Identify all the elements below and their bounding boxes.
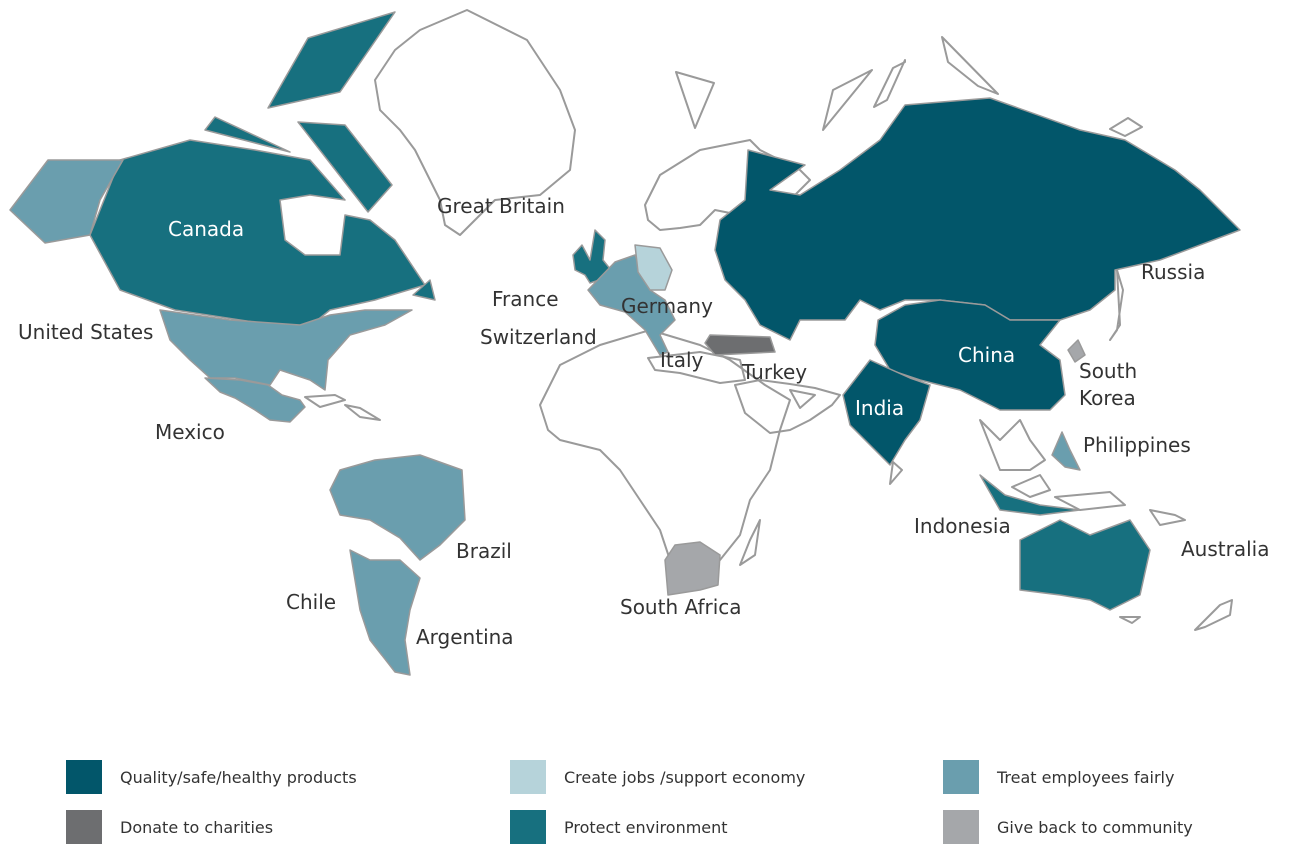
label-italy: Italy bbox=[660, 348, 704, 372]
legend-swatch bbox=[66, 810, 102, 844]
country-canada bbox=[89, 139, 426, 331]
legend-label: Create jobs /support economy bbox=[564, 767, 806, 787]
shaded-countries bbox=[9, 11, 1241, 676]
label-south-korea-line2: Korea bbox=[1079, 386, 1136, 410]
country-labels: Canada United States Mexico Brazil Chile… bbox=[18, 194, 1269, 649]
legend-item-jobs: Create jobs /support economy bbox=[510, 760, 805, 794]
legend-item-charities: Donate to charities bbox=[66, 810, 273, 844]
label-india: India bbox=[855, 396, 904, 420]
legend-label: Treat employees fairly bbox=[997, 767, 1175, 787]
label-australia: Australia bbox=[1181, 537, 1269, 561]
label-turkey: Turkey bbox=[741, 360, 807, 384]
label-indonesia: Indonesia bbox=[914, 514, 1011, 538]
country-india bbox=[842, 359, 931, 466]
label-china: China bbox=[958, 343, 1015, 367]
island-arctic-3 bbox=[204, 116, 291, 153]
label-philippines: Philippines bbox=[1083, 433, 1191, 457]
label-great-britain: Great Britain bbox=[437, 194, 565, 218]
label-united-states: United States bbox=[18, 320, 153, 344]
label-russia: Russia bbox=[1141, 260, 1205, 284]
label-south-africa: South Africa bbox=[620, 595, 742, 619]
label-canada: Canada bbox=[168, 217, 244, 241]
island-arctic-2 bbox=[297, 121, 393, 213]
country-argentina bbox=[349, 549, 421, 676]
country-russia bbox=[714, 97, 1241, 341]
legend-swatch bbox=[66, 760, 102, 794]
legend-label: Quality/safe/healthy products bbox=[120, 767, 357, 787]
country-philippines bbox=[1051, 431, 1081, 471]
country-great-britain bbox=[572, 229, 616, 284]
country-germany bbox=[634, 244, 673, 291]
country-alaska bbox=[9, 159, 124, 244]
country-turkey bbox=[704, 334, 776, 356]
country-australia bbox=[1019, 519, 1151, 611]
legend-item-community: Give back to community bbox=[943, 810, 1193, 844]
legend-swatch bbox=[943, 810, 979, 844]
country-south-africa bbox=[664, 541, 721, 596]
country-france bbox=[587, 254, 676, 356]
island-arctic-1 bbox=[267, 11, 396, 109]
legend-label: Protect environment bbox=[564, 817, 728, 837]
world-map: Canada United States Mexico Brazil Chile… bbox=[9, 9, 1269, 676]
country-indonesia bbox=[979, 474, 1081, 516]
label-mexico: Mexico bbox=[155, 420, 225, 444]
legend-swatch bbox=[510, 810, 546, 844]
legend-label: Donate to charities bbox=[120, 817, 274, 837]
outline-landmasses bbox=[304, 9, 1233, 631]
legend-swatch bbox=[510, 760, 546, 794]
island-newfoundland bbox=[412, 279, 436, 301]
legend-item-environment: Protect environment bbox=[510, 810, 728, 844]
label-south-korea-line1: South bbox=[1079, 359, 1137, 383]
legend: Quality/safe/healthy products Create job… bbox=[0, 748, 1294, 844]
country-south-korea bbox=[1067, 339, 1086, 363]
country-brazil bbox=[329, 454, 466, 561]
label-chile: Chile bbox=[286, 590, 336, 614]
legend-item-employees: Treat employees fairly bbox=[943, 760, 1174, 794]
label-france: France bbox=[492, 287, 559, 311]
legend-item-quality: Quality/safe/healthy products bbox=[66, 760, 357, 794]
label-brazil: Brazil bbox=[456, 539, 512, 563]
label-germany: Germany bbox=[621, 294, 713, 318]
label-switzerland: Switzerland bbox=[480, 325, 597, 349]
country-mexico bbox=[204, 377, 306, 423]
country-united-states bbox=[159, 309, 413, 391]
legend-swatch bbox=[943, 760, 979, 794]
legend-label: Give back to community bbox=[997, 817, 1193, 837]
label-argentina: Argentina bbox=[416, 625, 514, 649]
